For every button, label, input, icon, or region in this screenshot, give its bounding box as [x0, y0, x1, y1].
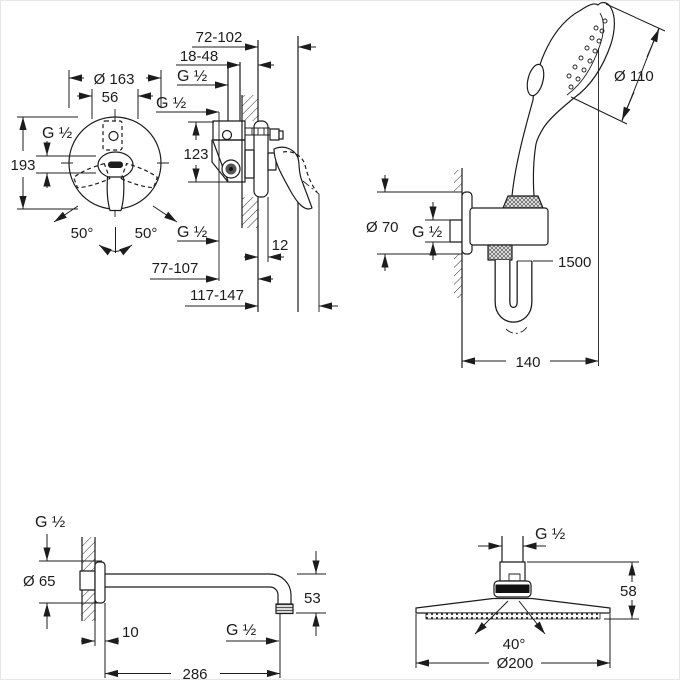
- dim-label-angle-left: 50°: [71, 225, 94, 242]
- check-valve-screw: [221, 129, 233, 141]
- lever-side-alt: [282, 151, 318, 193]
- lever-slot: [108, 161, 123, 168]
- valve-joint-center: [229, 167, 233, 171]
- dim-label-arm-plate-offset: 10: [122, 624, 139, 641]
- dim-label-thread-mid: G ½: [156, 95, 186, 112]
- dim-label-arm-thread-outlet: G ½: [226, 622, 256, 639]
- escutcheon-side: [253, 120, 269, 198]
- dim-label-thread: G ½: [42, 125, 72, 142]
- dim-label-angle-right: 50°: [135, 225, 158, 242]
- lever-rotated-left: [73, 162, 111, 189]
- lever-side: [273, 146, 313, 210]
- dim-label-range-b: 117-147: [190, 287, 244, 304]
- holder-body: [469, 207, 549, 246]
- dim-label-range-a: 77-107: [152, 260, 199, 277]
- screw-pin-cap: [278, 130, 284, 140]
- dim-label-holder-width: 140: [515, 354, 540, 371]
- dim-label-arm-thread-wall: G ½: [35, 514, 65, 531]
- dim-label-depth-front: 18-48: [180, 48, 218, 65]
- connector-block: [499, 561, 526, 582]
- arm-escutcheon: [94, 561, 106, 604]
- hand-shower-head: [532, 2, 615, 145]
- dim-label-plate-offset: 12: [272, 237, 289, 254]
- lever-handle: [106, 176, 125, 212]
- hose-nut: [487, 244, 513, 261]
- screw-pin: [269, 128, 280, 141]
- holder-wall-hatch-lower: [454, 254, 462, 298]
- dim-label-height: 193: [10, 157, 35, 174]
- hose-fill: [495, 260, 532, 322]
- dim-label-thread-top: G ½: [177, 68, 207, 85]
- hand-shower-view: Ø 110 Ø 70 G ½ 1500 140: [366, 2, 666, 371]
- dim-label-holder-plate-dia: Ø 70: [366, 219, 399, 236]
- lever-rotated-right: [120, 162, 158, 189]
- dim-label-hub-width: 56: [102, 89, 119, 106]
- diverter-knob: [108, 130, 119, 142]
- fixing-screw: [245, 127, 270, 136]
- spray-nozzles: [566, 18, 608, 90]
- mixer-side-dimensions: [150, 43, 338, 310]
- holder-wall-hatch-upper: [454, 170, 462, 192]
- arm-bend: [269, 573, 292, 604]
- dim-label-head-dia: Ø 110: [614, 68, 654, 85]
- dim-label-arm-length: 286: [182, 666, 207, 680]
- dim-label-arm-drop: 53: [304, 590, 321, 607]
- spray-mode-button: [526, 63, 545, 97]
- dim-label-height123: 123: [183, 146, 208, 163]
- dim-label-plate-dia: Ø 163: [94, 71, 135, 88]
- dim-label-thread-bottom: G ½: [177, 224, 207, 241]
- dim-label-arm-plate-dia: Ø 65: [23, 573, 56, 590]
- dim-label-head-dia: Ø200: [497, 655, 534, 672]
- arm-tube: [105, 573, 270, 588]
- spray-face-inner-line: [566, 12, 604, 96]
- dim-label-spray-angle: 40°: [503, 636, 526, 653]
- mixer-front-view: Ø 163 56 G ½ 193 50° 50°: [10, 70, 178, 256]
- dim-label-head-thread: G ½: [535, 526, 565, 543]
- spray-band: [425, 612, 601, 620]
- dim-label-head-height: 58: [620, 583, 637, 600]
- shower-arm-dimensions: [39, 534, 326, 678]
- supply-pipe: [501, 536, 524, 562]
- handle-cone-nut: [502, 195, 544, 209]
- shower-plate: [415, 597, 611, 614]
- head-shower-view: G ½ 58 40° Ø200: [415, 526, 639, 672]
- hand-shower-dimensions: [377, 3, 666, 365]
- shower-arm-view: G ½ Ø 65 10 286 53 G ½: [23, 514, 326, 680]
- dim-label-hose-length: 1500: [558, 254, 591, 271]
- handle-left-edge: [511, 99, 534, 197]
- wall-hatch-lower: [242, 197, 258, 228]
- head-shower-dimensions: [415, 542, 639, 668]
- mixer-front-dimensions: [17, 70, 178, 256]
- mixer-side-view: 72-102 18-48 G ½ G ½ 123 G ½ 12 77-107 1…: [150, 29, 338, 312]
- dim-label-depth-total: 72-102: [196, 29, 243, 46]
- arm-wall-union: [79, 570, 96, 591]
- outlet-pipe: [227, 62, 241, 121]
- wall-hatch-upper: [242, 95, 258, 121]
- ball-joint-dark-band: [495, 584, 530, 593]
- wall-union-nipple: [449, 219, 463, 243]
- hose-continuation: [505, 326, 528, 334]
- valve-cartridge-block: [244, 149, 255, 179]
- arm-outlet-thread: [275, 603, 294, 615]
- handle-right-edge: [532, 143, 537, 197]
- function-box-hidden: [102, 120, 123, 151]
- dim-label-holder-thread: G ½: [412, 224, 442, 241]
